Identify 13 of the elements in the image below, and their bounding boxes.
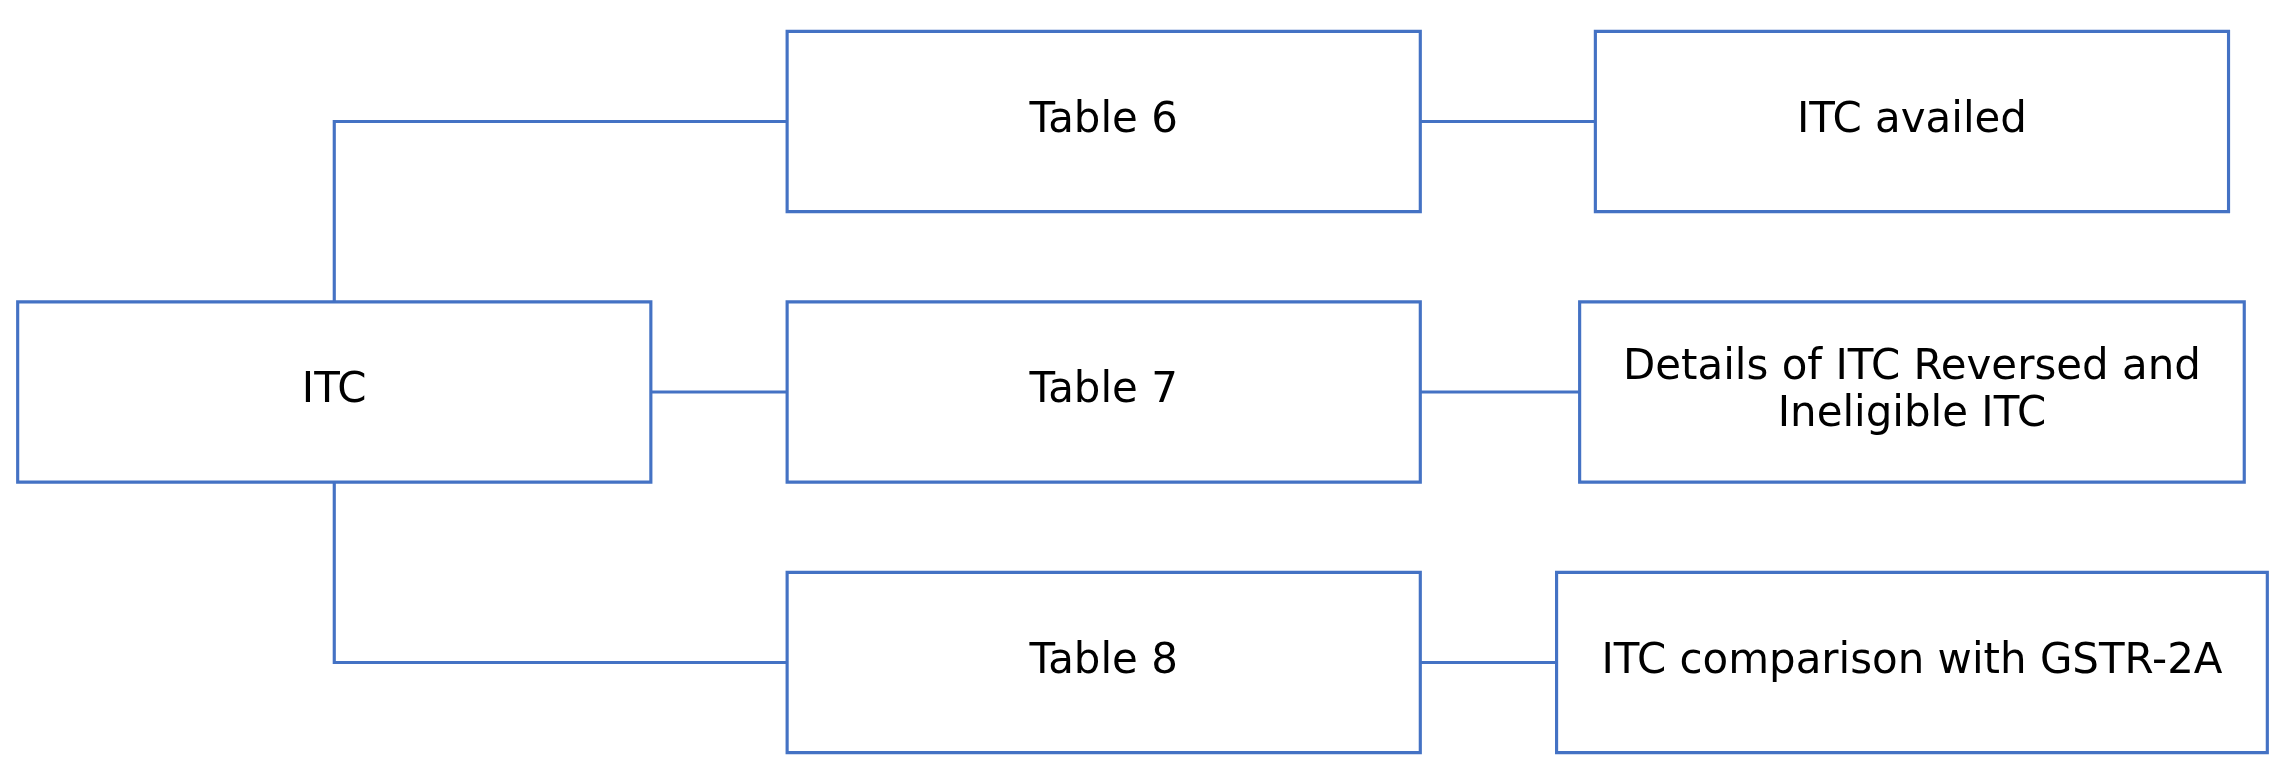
connector xyxy=(332,482,787,664)
node-box: Table 6 xyxy=(785,29,1422,213)
node-box: ITC availed xyxy=(1593,29,2231,213)
connector xyxy=(332,119,787,301)
node-box: ITC comparison with GSTR-2A xyxy=(1555,570,2269,754)
node-box: Table 8 xyxy=(785,570,1422,754)
connector xyxy=(1420,389,1580,394)
connector xyxy=(1420,660,1557,664)
node-box: Table 7 xyxy=(785,299,1422,484)
connector xyxy=(651,389,787,394)
node-box: ITC xyxy=(16,299,653,484)
connector xyxy=(1420,119,1596,123)
node-box: Details of ITC Reversed and Ineligible ITC xyxy=(1578,299,2246,484)
